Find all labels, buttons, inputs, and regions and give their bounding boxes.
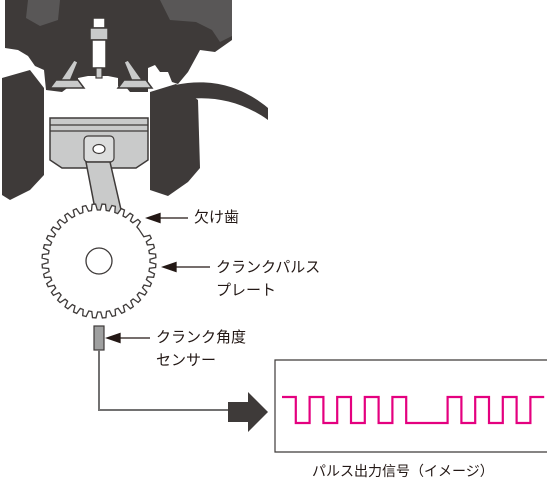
cylinder-block xyxy=(2,70,200,200)
missing-tooth-label: 欠け歯 xyxy=(194,208,240,226)
exhaust-port xyxy=(175,82,268,120)
signal-arrow-icon xyxy=(228,392,268,432)
pulse-signal-wave xyxy=(282,395,545,425)
label-arrows xyxy=(105,212,210,344)
combustion-chamber xyxy=(48,92,150,116)
crank-pulse-plate-label-line1: クランクパルス xyxy=(216,258,321,276)
pulse-output-caption: パルス出力信号（イメージ） xyxy=(312,464,494,480)
cylinder-head xyxy=(5,0,232,92)
piston xyxy=(49,117,149,169)
crank-pulse-plate-label-line2: プレート xyxy=(216,281,277,299)
crank-pulse-plate xyxy=(41,203,157,319)
pulse-output-box xyxy=(274,359,547,453)
crank-angle-sensor xyxy=(93,325,228,411)
valves xyxy=(48,59,154,89)
spark-plug-icon xyxy=(89,17,109,79)
crank-center-hole xyxy=(85,247,113,275)
crank-angle-sensor-label-line1: クランク角度 xyxy=(156,328,247,346)
crank-angle-sensor-label-line2: センサー xyxy=(156,351,217,369)
